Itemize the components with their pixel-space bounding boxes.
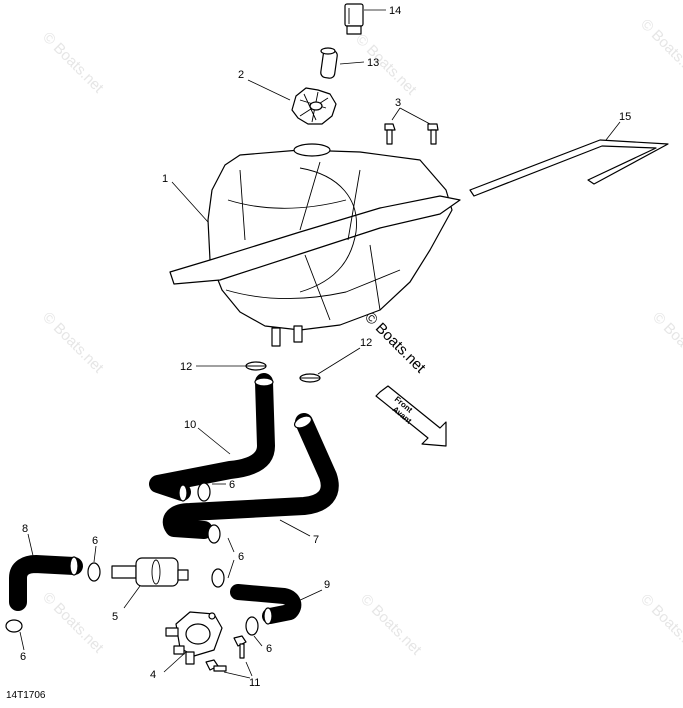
callout-13: 13 (367, 57, 379, 69)
part-9-hose[interactable] (230, 584, 302, 625)
callout-14: 14 (389, 5, 401, 17)
part-10-hose[interactable] (149, 373, 275, 502)
callout-3: 3 (395, 97, 401, 109)
callout-12-left: 12 (180, 361, 192, 373)
part-15-strap[interactable] (469, 139, 669, 197)
part-14-sensor[interactable] (344, 3, 364, 35)
callout-6-a: 6 (229, 479, 235, 491)
part-1-fuel-tank[interactable] (169, 143, 461, 347)
watermark-top-center: © Boats.net (352, 31, 420, 99)
callout-6-b: 6 (92, 535, 98, 547)
watermark-bottom-left: © Boats.net (39, 589, 107, 657)
watermark-top-right: © Boats.net (637, 16, 683, 84)
part-7-hose[interactable] (162, 413, 339, 539)
callout-1: 1 (162, 173, 168, 185)
front-direction-arrow: Front Avant (375, 385, 447, 447)
watermark-mid-right: © Boats.net (649, 309, 683, 377)
callout-4: 4 (150, 669, 156, 681)
callout-6-e: 6 (20, 651, 26, 663)
callout-labels: 14 13 2 3 15 1 12 12 10 6 7 8 6 6 5 9 6 … (20, 5, 631, 689)
watermark-bottom-center: © Boats.net (357, 591, 425, 659)
part-5-fuel-filter[interactable] (111, 557, 189, 587)
watermark-mid-left: © Boats.net (39, 309, 107, 377)
part-6-clamps[interactable] (5, 482, 259, 636)
part-2-fuel-cap[interactable] (291, 87, 337, 125)
watermark-bottom-right: © Boats.net (637, 591, 683, 659)
callout-6-d: 6 (266, 643, 272, 655)
callout-6-c: 6 (238, 551, 244, 563)
callout-2: 2 (238, 69, 244, 81)
callout-9: 9 (324, 579, 330, 591)
reference-code: 14T1706 (6, 690, 46, 701)
part-13-hose[interactable] (320, 47, 338, 79)
callout-11: 11 (249, 677, 260, 689)
callout-12-right: 12 (360, 337, 372, 349)
part-11-bolts[interactable] (205, 635, 247, 672)
callout-15: 15 (619, 111, 631, 123)
callout-5: 5 (112, 611, 118, 623)
part-3-bolts[interactable] (384, 123, 439, 145)
part-12-clamps[interactable] (245, 361, 321, 383)
watermark-top-left: © Boats.net (39, 29, 107, 97)
callout-8: 8 (22, 523, 28, 535)
callout-10: 10 (184, 419, 196, 431)
part-4-fuel-valve[interactable] (165, 611, 223, 665)
part-8-hose[interactable] (9, 555, 83, 611)
callout-7: 7 (313, 534, 319, 546)
leader-lines (19, 9, 621, 679)
